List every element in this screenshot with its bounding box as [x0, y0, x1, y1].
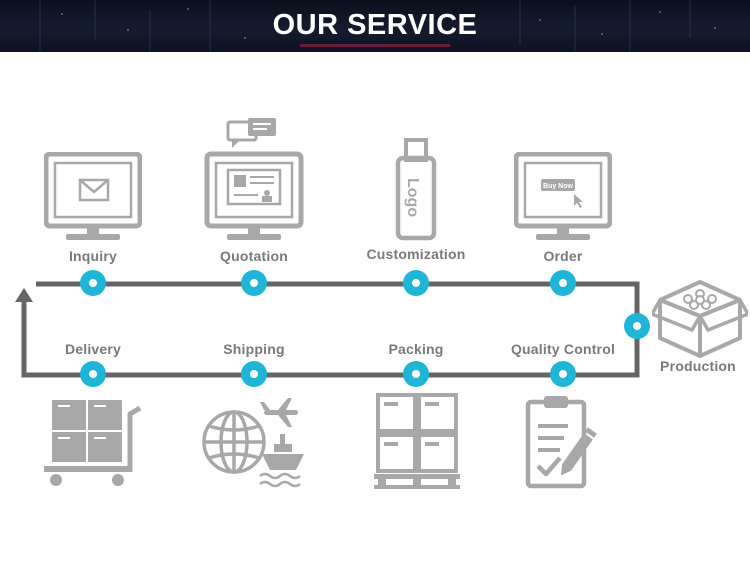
node-order	[550, 270, 576, 296]
node-delivery	[80, 361, 106, 387]
monitor-buy-now-icon: Buy Now	[514, 152, 612, 240]
step-label-shipping: Shipping	[223, 341, 285, 357]
monitor-envelope-icon	[44, 152, 142, 240]
node-production	[624, 313, 650, 339]
process-nodes	[80, 270, 650, 387]
step-label-inquiry: Inquiry	[68, 248, 118, 264]
clipboard-check-icon	[525, 396, 597, 489]
step-label-packing: Packing	[388, 341, 444, 357]
service-process-diagram: Inquiry Quotation Customization Order Pr…	[0, 52, 750, 566]
airplane-icon	[260, 398, 298, 427]
waves	[259, 472, 301, 488]
usb-logo-icon: Logo	[395, 138, 437, 241]
step-label-quality-control: Quality Control	[510, 341, 616, 357]
globe-icon	[202, 410, 266, 474]
pallet-boxes-icon	[374, 393, 460, 489]
ship-icon	[262, 434, 304, 470]
node-inquiry	[80, 270, 106, 296]
usb-logo-text: Logo	[404, 178, 421, 217]
cursor-icon	[574, 194, 583, 208]
header-banner: OUR SERVICE	[0, 0, 750, 52]
node-quotation	[241, 270, 267, 296]
step-label-customization: Customization	[366, 246, 466, 262]
node-quality-control	[550, 361, 576, 387]
node-customization	[403, 270, 429, 296]
node-packing	[403, 361, 429, 387]
step-label-delivery: Delivery	[64, 341, 122, 357]
page-title: OUR SERVICE	[272, 9, 478, 41]
flow-arrowhead	[15, 288, 33, 302]
process-flow-lines	[15, 270, 650, 387]
node-shipping	[241, 361, 267, 387]
pencil-icon	[560, 427, 597, 476]
boxes-icon	[652, 280, 748, 358]
process-flow-path	[21, 281, 640, 378]
step-label-quotation: Quotation	[220, 248, 288, 264]
globe-plane-ship-icon	[202, 398, 304, 488]
buy-now-text: Buy Now	[543, 183, 574, 190]
step-label-production: Production	[660, 358, 736, 374]
chat-bubbles-icon	[226, 118, 276, 148]
banner-background	[39, 0, 716, 52]
cart-boxes-icon	[44, 400, 142, 486]
monitor-id-card-icon	[204, 118, 304, 240]
step-label-order: Order	[543, 248, 583, 264]
